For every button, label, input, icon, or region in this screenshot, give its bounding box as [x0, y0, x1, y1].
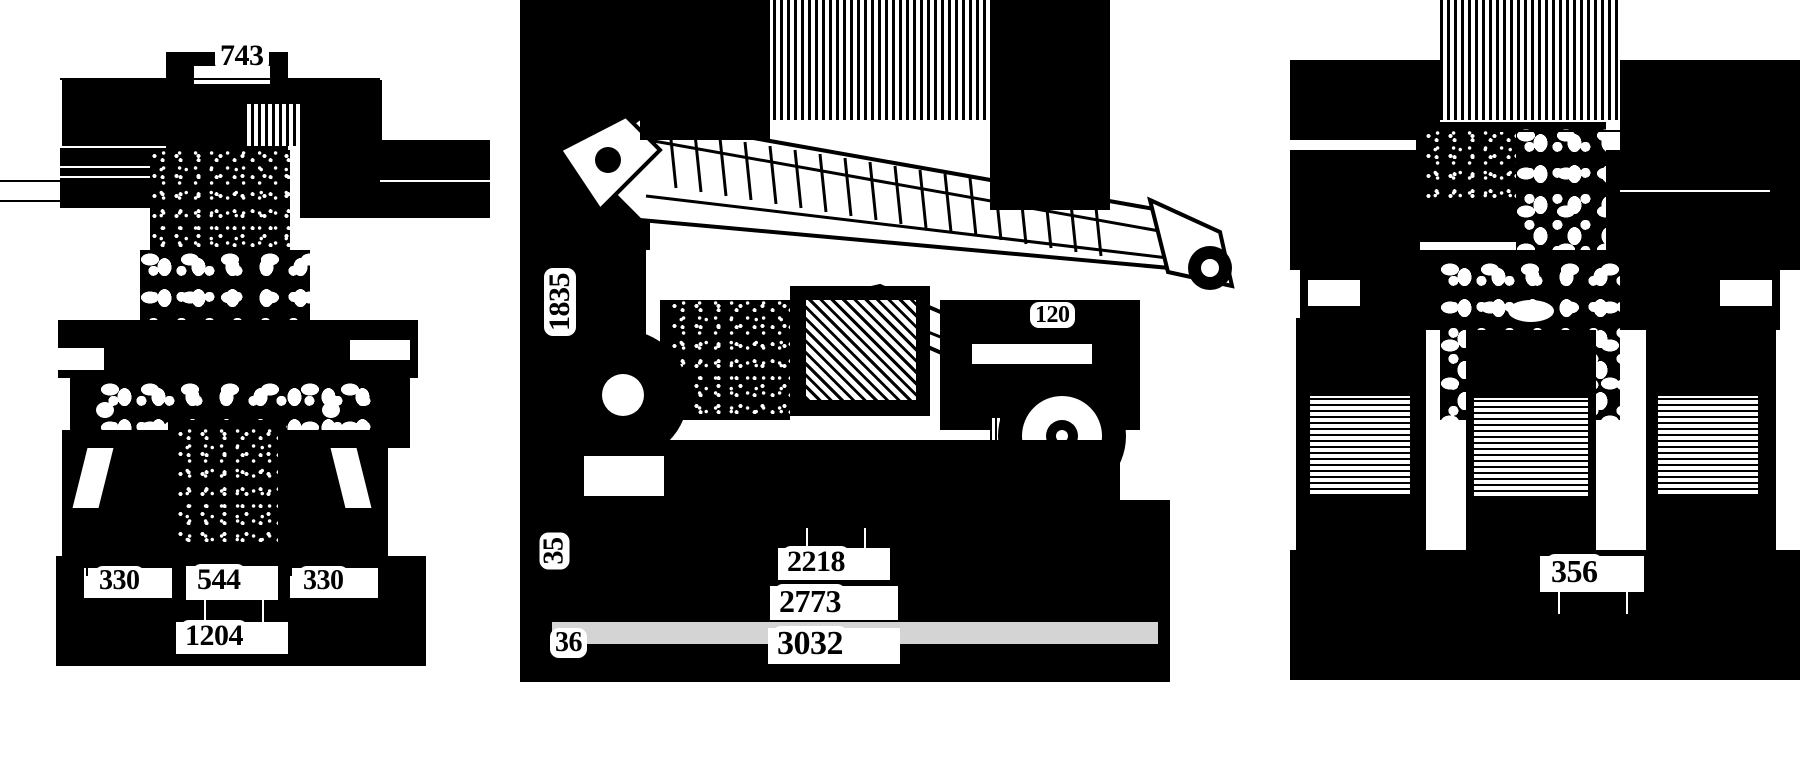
front-chassis-cut-left [58, 348, 104, 370]
front-axle-notch-r [322, 402, 340, 418]
dim-front-left-track: 330 [94, 566, 145, 596]
dim-side-upper-length: 2773 [774, 584, 846, 618]
side-view: 1835 35 36 120 2218 2773 3032 [520, 0, 1300, 720]
dim-side-boom-angle: 120 [1030, 302, 1075, 328]
front-right-groove [380, 180, 500, 182]
rear-tyre-left-tread [1310, 396, 1410, 496]
rear-cab-detail [1424, 130, 1520, 202]
rear-tick-l [1558, 588, 1560, 614]
front-engine-detail [150, 150, 290, 260]
front-tick-c [290, 548, 292, 576]
side-length-tick-right [1158, 614, 1160, 650]
dim-side-overall-height: 1835 [543, 268, 576, 336]
rear-top-mass-right [1620, 60, 1800, 150]
side-rear-wheel-center [1056, 430, 1068, 442]
front-mass-upper-left [62, 80, 184, 146]
dim-rear-track: 356 [1546, 554, 1603, 588]
side-tick-2218-r [864, 528, 866, 554]
construction-line-mid-left [0, 180, 140, 182]
construction-line-mid-left-2 [0, 200, 140, 202]
rear-top-bar-field [1440, 0, 1620, 120]
side-tick-2218-l [806, 528, 808, 554]
dim-front-right-track: 330 [298, 566, 349, 596]
construction-line-right [1500, 130, 1750, 132]
front-mass-mid-right [300, 140, 490, 218]
rear-tyre-right-tread [1658, 396, 1758, 496]
side-underbody-cut [584, 456, 664, 496]
front-tyre-right [268, 430, 388, 560]
front-tick-b [176, 548, 178, 576]
side-cab-hatch [806, 300, 916, 400]
rear-upper-detail [1516, 126, 1606, 256]
construction-line-top [60, 78, 380, 80]
rear-right-groove [1620, 190, 1770, 192]
front-view: 743 330 544 330 1204 [0, 0, 520, 720]
front-mid-groove-1 [60, 166, 190, 168]
side-artefact-top-mass [640, 0, 770, 140]
dim-side-lower-clearance: 36 [550, 628, 587, 658]
dim-side-overall-length: 3032 [772, 626, 848, 662]
dim-side-wheelbase: 2218 [782, 546, 850, 578]
rear-top-mass-left [1290, 60, 1440, 140]
front-differential-detail [176, 428, 278, 548]
rear-view: 356 [1290, 0, 1800, 720]
side-front-wheel-hub [602, 374, 644, 416]
rear-tick-r [1626, 588, 1628, 614]
front-tick-d [378, 548, 380, 576]
dim-front-top-width: 743 [215, 40, 269, 72]
front-grille-hatch [244, 104, 302, 146]
front-tick-f [262, 600, 264, 630]
front-chassis-cut-right [350, 340, 410, 360]
side-chassis-detail [670, 300, 790, 418]
front-tick-a [86, 548, 88, 576]
front-axle-notch-l [96, 402, 114, 418]
dim-side-ground-clearance: 35 [539, 532, 570, 570]
dim-front-center-track: 544 [192, 564, 246, 596]
front-mass-upper-right [286, 80, 382, 142]
rear-hub-cut [1508, 300, 1554, 322]
front-tick-e [204, 600, 206, 630]
rear-chassis-cut-r [1720, 280, 1772, 306]
rear-chassis-cut-l [1308, 280, 1360, 306]
side-engine-slot [972, 344, 1092, 364]
rear-center-tread [1474, 398, 1588, 498]
side-artefact-top-mass-2 [990, 0, 1110, 210]
front-mid-groove-2 [60, 176, 190, 178]
dim-front-overall-width: 1204 [180, 620, 248, 652]
